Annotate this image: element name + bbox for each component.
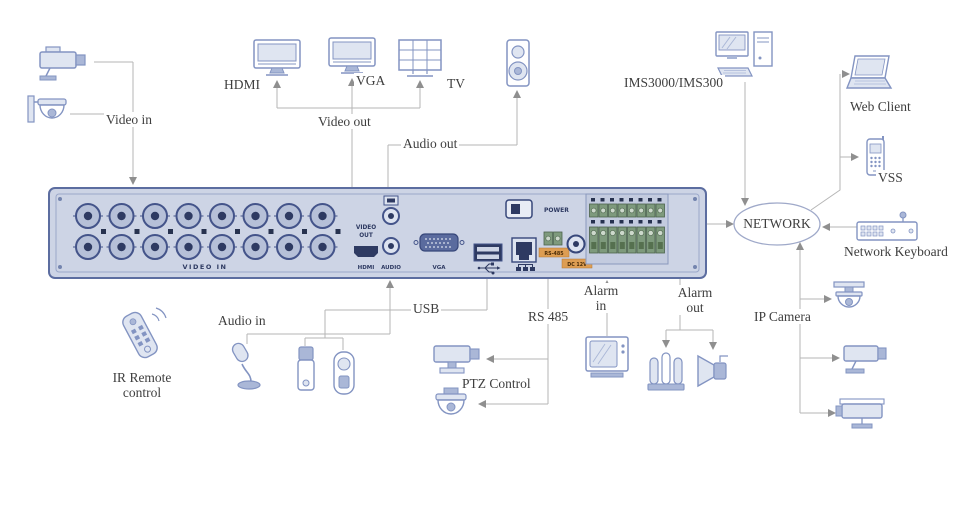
network-label: NETWORK	[743, 216, 811, 231]
alarm-siren-icon	[647, 352, 685, 391]
network-keyboard-label: Network Keyboard	[842, 244, 950, 260]
tv-icon	[398, 39, 442, 77]
lan-symbol-icon	[516, 264, 535, 271]
ptz-control-label: PTZ Control	[460, 376, 533, 392]
ip-camera-wire	[799, 250, 832, 414]
rs485-ptz-wire	[486, 279, 549, 405]
usb-device-icon	[333, 351, 355, 395]
video-out-wire	[276, 86, 421, 187]
panel-power-label: POWER	[544, 207, 569, 214]
rs485-terminal: RS-485	[538, 231, 570, 258]
bnc-video-inputs: VIDEO IN	[72, 203, 341, 271]
bullet-camera-icon	[39, 46, 86, 81]
ir-remote-label: IR Remote control	[104, 370, 180, 401]
alarm-in-label: Alarm in	[577, 283, 625, 314]
mobile-phone-icon	[866, 136, 885, 176]
dome-camera-icon	[27, 95, 67, 123]
panel-rs485-label: RS-485	[544, 251, 563, 257]
video-in-label: Video in	[104, 112, 155, 128]
panel-screws	[58, 197, 697, 269]
web-client-label: Web Client	[848, 99, 913, 115]
usb-ports	[473, 243, 503, 275]
vga-monitor-icon	[328, 37, 376, 74]
power-switch: POWER	[505, 199, 569, 219]
panel-audio-label: AUDIO	[381, 265, 401, 271]
panel-vga-label: VGA	[432, 265, 446, 271]
ethernet-port	[511, 237, 537, 271]
ip-bullet-camera-icon	[843, 345, 887, 374]
usb-wire	[304, 279, 488, 350]
vga-port: VGA	[413, 233, 465, 271]
speaker-icon	[506, 39, 530, 87]
usb-flash-drive-icon	[297, 346, 315, 391]
microphone-icon	[231, 342, 261, 390]
laptop-icon	[845, 55, 893, 89]
network-keyboard-icon	[856, 211, 918, 241]
tv-label: TV	[445, 76, 467, 92]
ir-remote-icon	[122, 307, 167, 359]
video-out-label: Video out	[316, 114, 373, 130]
panel-video-out-label2: OUT	[359, 233, 373, 239]
audio-out-label: Audio out	[401, 136, 460, 152]
hdmi-label: HDMI	[222, 77, 262, 93]
rs485-label: RS 485	[526, 309, 571, 325]
usb-symbol-icon	[477, 262, 501, 275]
webclient-vss-wire	[810, 74, 851, 211]
alarm-monitor-icon	[585, 336, 629, 378]
alarm-out-label: Alarm out	[671, 285, 719, 316]
vga-label: VGA	[354, 73, 388, 89]
audio-in-wire	[246, 288, 391, 344]
ptz-camera-icon	[433, 345, 480, 374]
ims-label: IMS3000/IMS300	[622, 75, 726, 91]
alarm-terminal-block	[585, 193, 669, 265]
horn-speaker-icon	[697, 354, 728, 388]
audio-in-label: Audio in	[216, 313, 268, 329]
ip-box-camera-icon	[835, 398, 885, 429]
network-cloud	[733, 202, 821, 246]
panel-video-out-label1: VIDEO	[356, 225, 376, 231]
hdmi-monitor-icon	[253, 39, 301, 76]
dvr-rear-panel: VIDEO IN VIDEO OUT HDMI AUDIO	[48, 187, 707, 279]
video-audio-out-ports: VIDEO OUT HDMI AUDIO	[354, 195, 401, 271]
vss-label: VSS	[876, 170, 905, 186]
panel-hdmi-label: HDMI	[358, 265, 375, 271]
ip-camera-label: IP Camera	[752, 309, 813, 325]
usb-label: USB	[411, 301, 442, 317]
desktop-computer-icon	[715, 31, 773, 77]
wire-arrowheads	[129, 70, 859, 417]
panel-video-in-label: VIDEO IN	[183, 263, 228, 271]
ip-dome-camera-icon	[833, 281, 865, 308]
hdmi-port	[354, 246, 378, 257]
ptz-dome-camera-icon	[435, 387, 467, 415]
panel-dc12v-label: DC 12V	[567, 262, 587, 268]
dc-power-jack: DC 12V	[561, 234, 593, 269]
